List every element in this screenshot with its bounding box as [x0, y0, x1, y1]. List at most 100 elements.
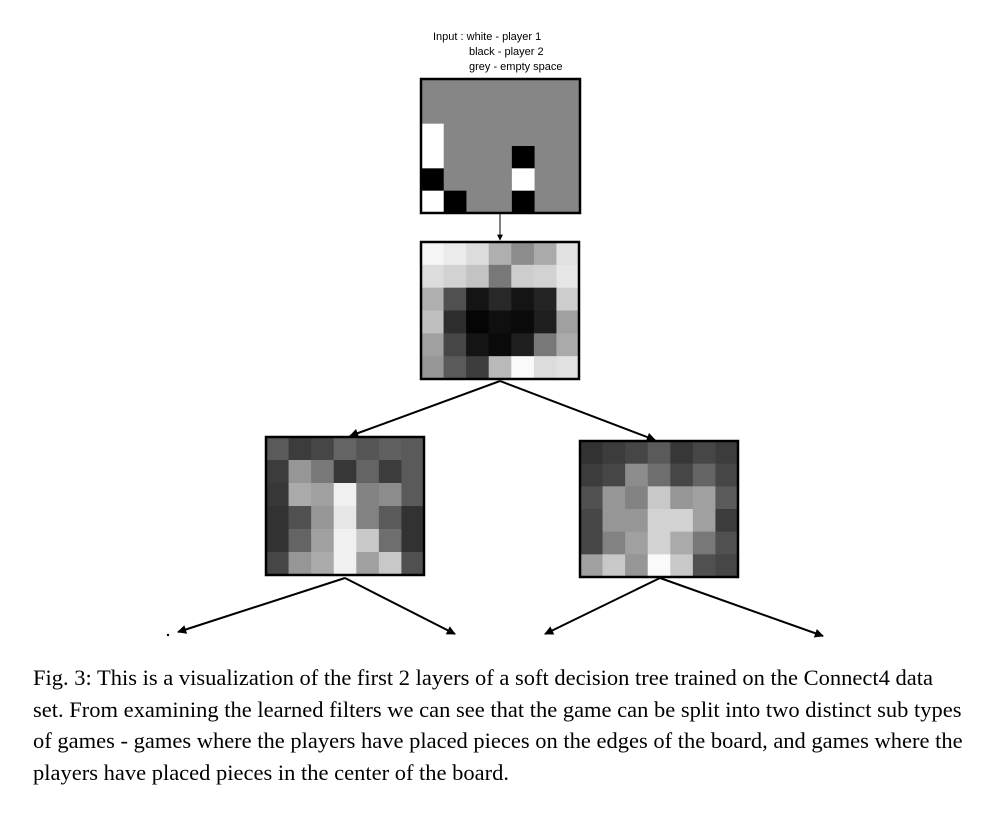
input-board-cell [511, 146, 535, 169]
left-to-leaf2-arrow [344, 577, 456, 635]
root-filter-cell [556, 264, 580, 289]
left-to-leaf1-arrow [177, 577, 346, 634]
root-filter-cell [556, 287, 580, 311]
root-filter-cell [556, 242, 580, 266]
input-board-cell [534, 123, 558, 147]
root-filter-cell [443, 287, 467, 311]
right-filter-cell [602, 463, 626, 487]
input-board-cell [443, 79, 467, 102]
right-filter-cell [647, 441, 671, 465]
left-filter-cell [333, 483, 357, 507]
left-filter-cell [401, 437, 425, 461]
root-filter-cell [421, 310, 444, 334]
right-filter-cell [625, 554, 649, 578]
input-board-cell [511, 123, 535, 147]
left-filter-cell [311, 506, 335, 530]
decision-tree-figure [166, 77, 824, 638]
root-filter-cell [421, 356, 444, 380]
input-board-cell [511, 79, 535, 102]
input-board-cell [534, 146, 558, 169]
left-filter-cell [311, 552, 335, 576]
right-filter-cell [625, 509, 649, 533]
root-filter-cell [443, 333, 467, 357]
left-filter-cell [378, 460, 402, 484]
left-filter-cell [333, 437, 357, 461]
input-board-cell [421, 190, 445, 214]
root-filter-cell [443, 356, 467, 380]
right-filter-cell [580, 463, 603, 487]
input-board-cell [489, 146, 513, 169]
root-filter-cell [511, 333, 535, 357]
root-filter-cell [421, 287, 444, 311]
input-board-cell [443, 146, 467, 169]
right-filter-border [578, 439, 740, 579]
input-board-cell [443, 190, 467, 214]
left-filter-cell [311, 437, 335, 461]
right-filter-cell [715, 486, 739, 510]
left-filter-cell [266, 483, 289, 507]
input-board-cell [489, 101, 513, 125]
root-filter-cell [488, 264, 512, 289]
input-board-cell [466, 101, 490, 125]
root-filter-cell [466, 310, 490, 334]
input-board-cell [489, 190, 513, 214]
left-filter-cell [288, 529, 312, 553]
left-filter-cell [333, 552, 357, 576]
root-filter-cell [556, 310, 580, 334]
left-filter-cell [311, 460, 335, 484]
root-filter-cell [533, 287, 557, 311]
input-board-cell [534, 168, 558, 192]
right-filter-cell [647, 463, 671, 487]
root-filter-cell [443, 242, 467, 266]
root-filter-cell [533, 310, 557, 334]
right-filter-cell [647, 486, 671, 510]
root-filter-cell [466, 287, 490, 311]
right-filter-cell [647, 531, 671, 555]
left-filter-cell [288, 437, 312, 461]
left-filter-cell [311, 483, 335, 507]
root-filter-cell [488, 356, 512, 380]
right-filter-cell [715, 463, 739, 487]
right-filter-cell [580, 554, 603, 578]
root-filter-cell [511, 310, 535, 334]
input-board-cell [489, 79, 513, 102]
root-filter-cell [488, 287, 512, 311]
right-filter-cell [670, 463, 694, 487]
root-filter-cell [466, 264, 490, 289]
root-filter-cell [511, 264, 535, 289]
root-filter-cell [511, 242, 535, 266]
input-board-cell [557, 146, 581, 169]
right-filter-cell [715, 509, 739, 533]
left-filter-border [264, 435, 426, 577]
left-filter-cell [288, 552, 312, 576]
left-filter-cell [311, 529, 335, 553]
input-board-cell [511, 190, 535, 214]
input-board-cell [443, 123, 467, 147]
right-filter-cell [715, 441, 739, 465]
stray-dot [166, 633, 170, 637]
left-filter-cell [333, 529, 357, 553]
input-board-cell [557, 123, 581, 147]
root-filter [419, 240, 581, 381]
input-board-cell [557, 190, 581, 214]
input-board-border [419, 77, 582, 215]
right-filter-cell [715, 554, 739, 578]
legend-white: Input : white - player 1 [433, 31, 542, 43]
input-board-cell [466, 146, 490, 169]
right-filter-cell [692, 554, 716, 578]
right-filter-cell [625, 486, 649, 510]
left-filter-cell [378, 483, 402, 507]
right-child-filter [578, 439, 740, 579]
root-filter-cell [466, 356, 490, 380]
input-board-cell [421, 168, 445, 192]
input-board-cell [421, 79, 445, 102]
root-filter-cell [556, 333, 580, 357]
figure-caption: Fig. 3: This is a visualization of the f… [33, 665, 963, 785]
left-filter-cell [356, 552, 380, 576]
left-filter-cell [378, 506, 402, 530]
right-filter-cell [692, 531, 716, 555]
root-filter-border [419, 240, 581, 381]
root-filter-cell [533, 356, 557, 380]
right-filter-cell [602, 441, 626, 465]
right-filter-cell [715, 531, 739, 555]
